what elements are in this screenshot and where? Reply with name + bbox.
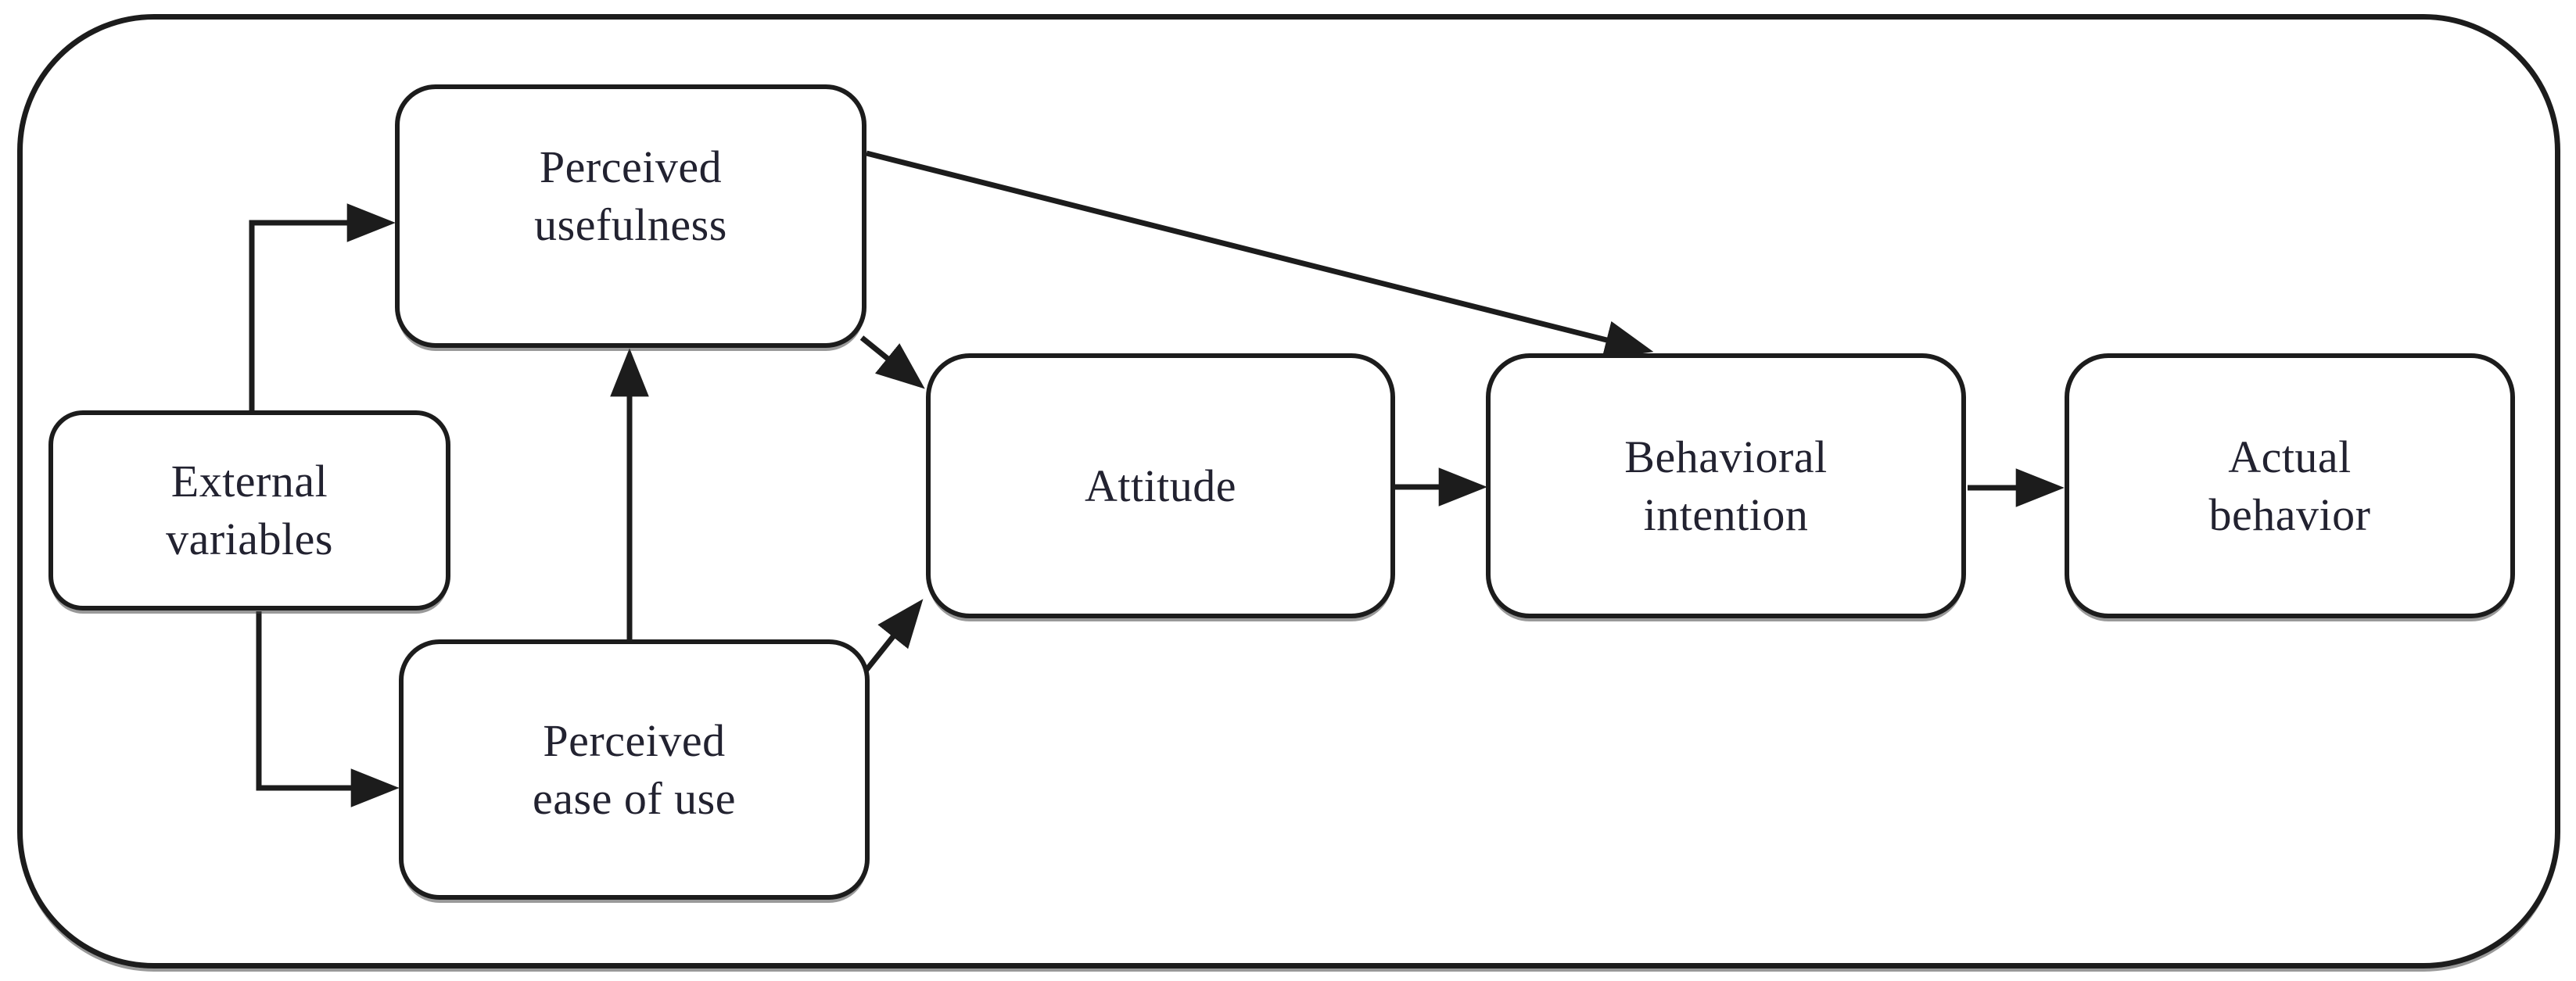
arrow-usefulness-to-behavioral-intention — [866, 150, 1654, 359]
arrow-usefulness-to-attitude — [859, 335, 925, 389]
node-label: Perceived usefulness — [534, 141, 727, 250]
node-behavioral-intention: Behavioral intention — [1486, 353, 1966, 618]
node-perceived-ease-of-use: Perceived ease of use — [399, 639, 870, 900]
node-label: External variables — [166, 456, 333, 564]
node-label: Perceived ease of use — [533, 714, 736, 824]
arrow-external-to-ease-of-use — [256, 611, 400, 807]
node-perceived-usefulness: Perceived usefulness — [395, 84, 866, 348]
node-actual-behavior: Actual behavior — [2065, 353, 2515, 618]
arrow-external-to-usefulness — [249, 203, 396, 413]
node-label: Attitude — [1084, 460, 1237, 511]
node-attitude: Attitude — [926, 353, 1395, 618]
node-label: Actual behavior — [2208, 431, 2371, 540]
node-external-variables: External variables — [48, 410, 450, 610]
node-label: Behavioral intention — [1624, 431, 1828, 540]
diagram-outer-frame — [17, 14, 2560, 968]
arrow-ease-of-use-to-attitude — [861, 599, 924, 676]
